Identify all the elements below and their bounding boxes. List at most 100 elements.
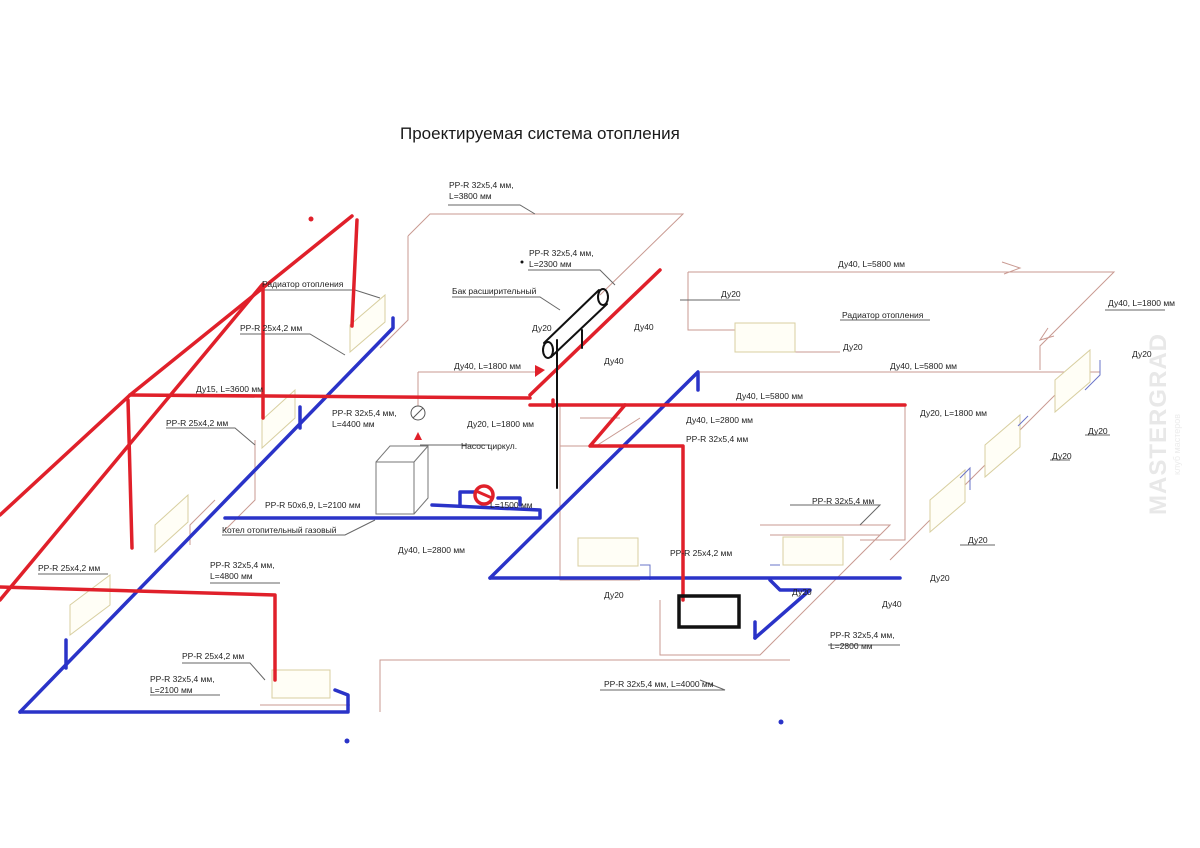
label-du40-1800-right: Ду40, L=1800 мм xyxy=(1108,298,1175,308)
label-radiator-right: Радиатор отопления xyxy=(842,310,924,320)
pipe-lower-right xyxy=(659,524,892,656)
label-boiler: Котел отопительный газовый xyxy=(222,525,337,535)
supply-bottom-horizontal xyxy=(0,585,277,682)
supply-left-drop xyxy=(126,398,134,550)
supply-dot xyxy=(308,216,314,222)
radiator-left-top xyxy=(349,293,386,354)
label-du40-bottom: Ду40 xyxy=(882,599,902,609)
leader xyxy=(240,333,346,356)
label-pp32-2100-length: L=2100 мм xyxy=(150,685,193,695)
radiator-right-2 xyxy=(984,413,1021,479)
label-pp-top-length: L=3800 мм xyxy=(449,191,492,201)
thin-blue-pipes xyxy=(640,360,1101,580)
label-du40-5800-b: Ду40, L=5800 мм xyxy=(736,391,803,401)
radiator-center xyxy=(577,537,639,567)
boiler xyxy=(375,445,429,515)
radiator-right-3 xyxy=(929,468,966,534)
blue-dot xyxy=(344,738,350,744)
supply-stair xyxy=(588,403,685,602)
black-dot xyxy=(520,260,524,264)
label-du40-tank: Ду40 xyxy=(634,322,654,332)
leader xyxy=(222,519,376,536)
leader xyxy=(262,289,381,299)
return-boiler-inlet xyxy=(458,490,477,507)
pump-arrow xyxy=(412,407,424,419)
label-pp32-2800-length: L=2800 мм xyxy=(830,641,873,651)
label-pp25-center: PP-R 25х4,2 мм xyxy=(670,548,732,558)
pipe-bottom-long xyxy=(379,659,790,712)
label-du20-1800: Ду20, L=1800 мм xyxy=(467,419,534,429)
label-pp25-left: PP-R 25х4,2 мм xyxy=(166,418,228,428)
leader xyxy=(452,296,561,311)
label-du20-r4: Ду20 xyxy=(930,573,950,583)
return-right-diagonal xyxy=(488,370,700,580)
label-du40-2800-mid: Ду40, L=2800 мм xyxy=(686,415,753,425)
thin-blue xyxy=(640,564,651,580)
tank-top-edge xyxy=(543,289,600,344)
tank-end-right xyxy=(597,288,609,306)
label-du20-r3: Ду20 xyxy=(968,535,988,545)
supply-right-diagonal xyxy=(528,268,662,397)
pipe-top-run xyxy=(407,213,685,296)
supply-top-riser-a xyxy=(350,218,359,328)
flow-arrows xyxy=(1001,261,1055,341)
label-du20-right-rad: Ду20 xyxy=(843,342,863,352)
label-radiator-left: Радиатор отопления xyxy=(262,279,344,289)
return-boiler-loop xyxy=(223,503,542,520)
label-du40-5800-a: Ду40, L=5800 мм xyxy=(890,361,957,371)
radiator-bottom xyxy=(271,669,331,699)
flow-arrow xyxy=(1001,261,1022,275)
label-du40-2800: Ду40, L=2800 мм xyxy=(398,545,465,555)
diagram-title: Проектируемая система отопления xyxy=(400,124,680,143)
radiator-right-mid xyxy=(782,536,844,566)
labels: PP-R 32х5,4 мм, L=3800 мм PP-R 32х5,4 мм… xyxy=(38,180,1175,695)
thin-blue xyxy=(1084,360,1101,391)
label-pp50: PP-R 50х6,9, L=2100 мм xyxy=(265,500,361,510)
radiators xyxy=(69,293,1091,699)
supply-top-diagonal xyxy=(0,214,354,517)
label-pp-2300-length: L=2300 мм xyxy=(529,259,572,269)
return-lines xyxy=(18,316,902,714)
flow-arrow xyxy=(1038,327,1055,341)
label-pp32-4400: PP-R 32х5,4 мм, xyxy=(332,408,397,418)
leader xyxy=(166,427,256,446)
pipe-left-riser xyxy=(224,440,256,531)
radiator-right-1 xyxy=(1054,348,1091,414)
label-du20-far-right: Ду20 xyxy=(1132,349,1152,359)
label-pp-top: PP-R 32х5,4 мм, xyxy=(449,180,514,190)
label-pp32-right: PP-R 32х5,4 мм xyxy=(812,496,874,506)
leader-lines xyxy=(38,204,1165,696)
label-du40-mid: Ду40 xyxy=(604,356,624,366)
watermark-subtext: клуб мастеров xyxy=(1172,414,1182,475)
radiator-right-top xyxy=(734,322,796,353)
supply-left-diagonal xyxy=(0,283,264,602)
label-du15: Ду15, L=3600 мм xyxy=(196,384,263,394)
return-main-diagonal xyxy=(18,688,350,714)
blue-dot xyxy=(778,719,784,725)
red-pump-slash xyxy=(475,489,493,500)
thin-blue xyxy=(959,466,971,490)
pipe-mid-h2 xyxy=(560,404,906,541)
return-boiler-outlet xyxy=(496,496,522,507)
label-du20-center: Ду20 xyxy=(604,590,624,600)
label-pump: Насос циркул. xyxy=(461,441,517,451)
label-pp25-top: PP-R 25х4,2 мм xyxy=(240,323,302,333)
label-pp32-2100: PP-R 32х5,4 мм, xyxy=(150,674,215,684)
pipe-right-down xyxy=(1039,307,1079,370)
label-du20-r1: Ду20 xyxy=(1088,426,1108,436)
label-pp32-4400-length: L=4400 мм xyxy=(332,419,375,429)
label-du20-top: Ду20 xyxy=(721,289,741,299)
label-pp25-bottom: PP-R 25х4,2 мм xyxy=(182,651,244,661)
leader xyxy=(600,679,726,691)
hand-drawn-box xyxy=(677,594,741,629)
supply-lines xyxy=(0,214,907,682)
label-du40-1800: Ду40, L=1800 мм xyxy=(454,361,521,371)
label-pp-2300: PP-R 32х5,4 мм, xyxy=(529,248,594,258)
label-expansion-tank: Бак расширительный xyxy=(452,286,537,296)
label-pp32-mid: PP-R 32х5,4 мм xyxy=(686,434,748,444)
label-du20-center2: Ду20 xyxy=(792,587,812,597)
pump-valve xyxy=(414,432,422,440)
pipe-top-riser xyxy=(379,236,409,349)
red-pump-ring xyxy=(473,484,495,506)
return-left-diagonal xyxy=(18,316,395,714)
